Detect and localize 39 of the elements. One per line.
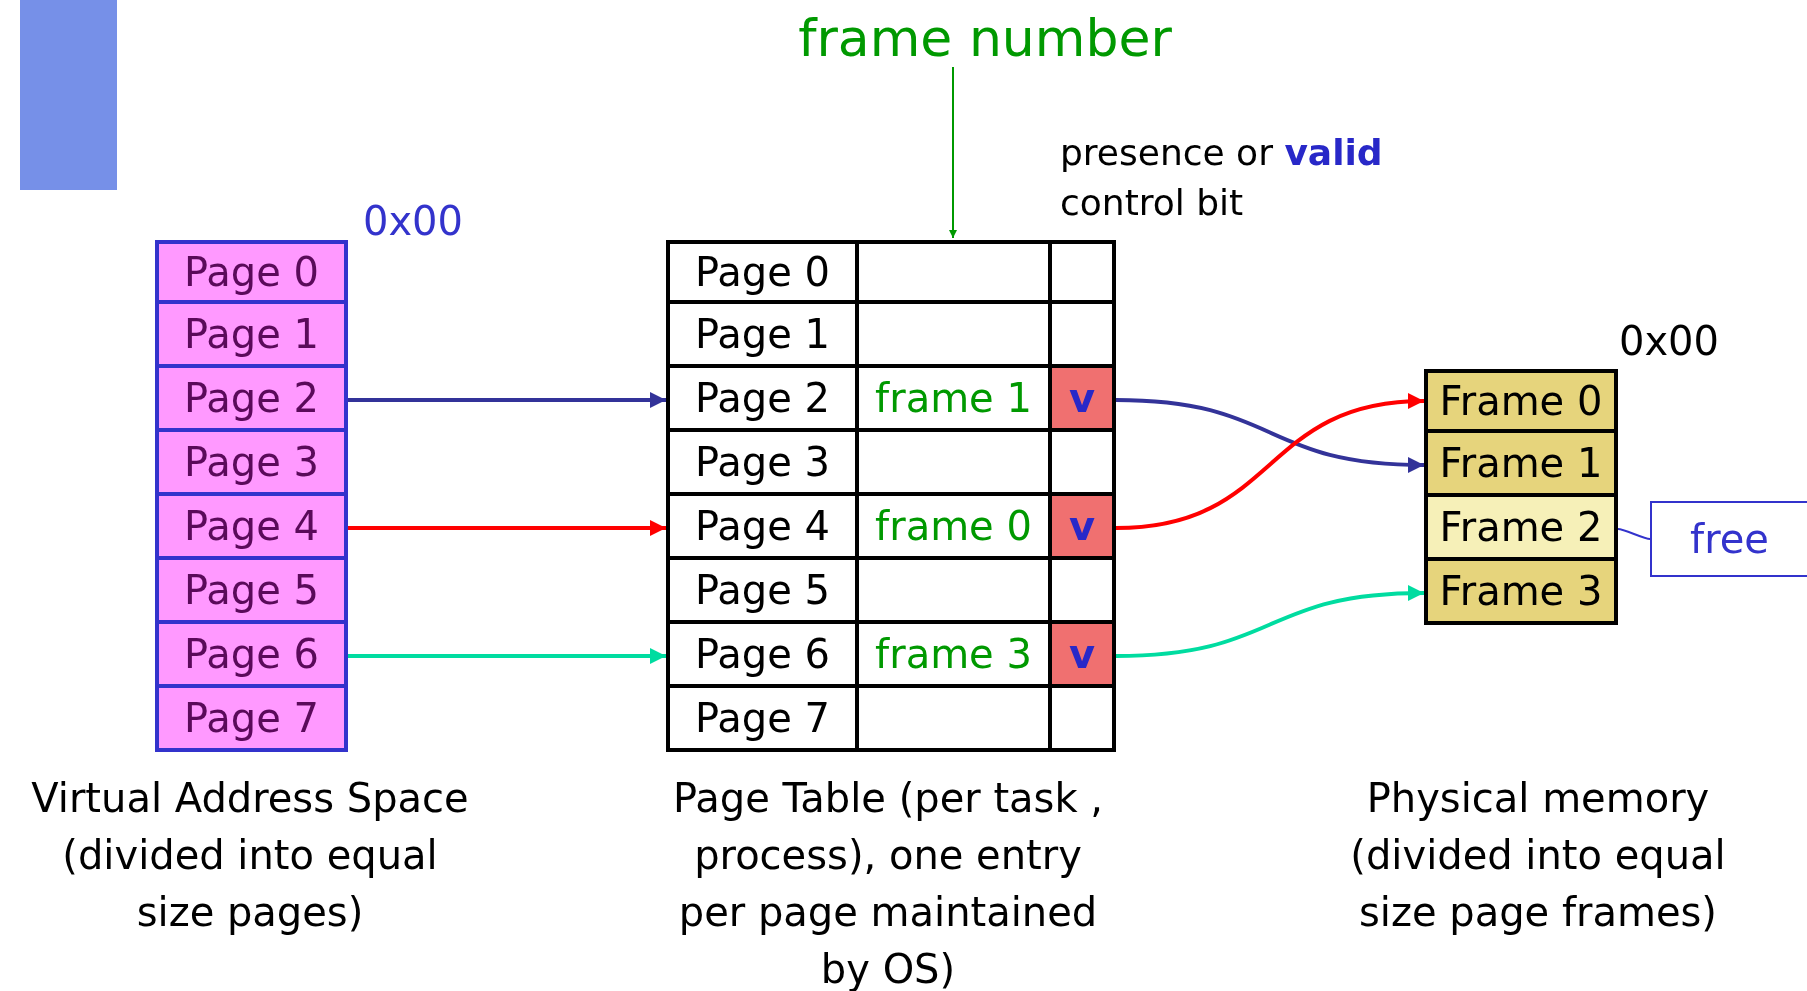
connector-line [1617, 528, 1651, 540]
frame-box: Frame 0 [1424, 369, 1618, 433]
valid-bit-cell: v [1052, 624, 1116, 688]
arrow [1115, 585, 1425, 658]
arrow [348, 648, 666, 664]
page-box: Page 5 [155, 560, 348, 624]
page-box: Page 7 [155, 688, 348, 752]
column-caption: Physical memory (divided into equal size page frames) [1349, 774, 1727, 937]
free-note: free [1650, 501, 1807, 577]
page-box: Page 0 [155, 240, 348, 304]
valid-bit-cell: v [1052, 368, 1116, 432]
page-box: Page 6 [155, 624, 348, 688]
page-cell: Page 4 [666, 496, 859, 560]
arrow [348, 520, 666, 536]
page-box: Page 2 [155, 368, 348, 432]
page-cell: Page 3 [666, 432, 859, 496]
page-cell: Page 7 [666, 688, 859, 752]
page-cell: Page 6 [666, 624, 859, 688]
page-cell: Page 0 [666, 240, 859, 304]
page-cell: Page 1 [666, 304, 859, 368]
page-box: Page 4 [155, 496, 348, 560]
note-text: presence or valid control bit [1060, 131, 1384, 225]
page-box: Page 3 [155, 432, 348, 496]
address-label: 0x00 [363, 198, 464, 244]
callout-text: frame number [780, 0, 1190, 75]
arrow [1115, 394, 1425, 530]
arrow [949, 66, 957, 239]
arrow [1115, 398, 1425, 473]
page-box: Page 1 [155, 304, 348, 368]
frame-box: Frame 3 [1424, 561, 1618, 625]
frame-box: Frame 2 [1424, 497, 1618, 561]
column-caption: Page Table (per task , process), one entry per page maintained by OS) [671, 774, 1105, 991]
page-cell: Page 2 [666, 368, 859, 432]
frame-box: Frame 1 [1424, 433, 1618, 497]
address-label: 0x00 [1619, 318, 1720, 364]
page-cell: Page 5 [666, 560, 859, 624]
column-caption: Virtual Address Space (divided into equal size pages) [30, 774, 470, 937]
valid-bit-cell: v [1052, 496, 1116, 560]
arrow [348, 392, 666, 408]
